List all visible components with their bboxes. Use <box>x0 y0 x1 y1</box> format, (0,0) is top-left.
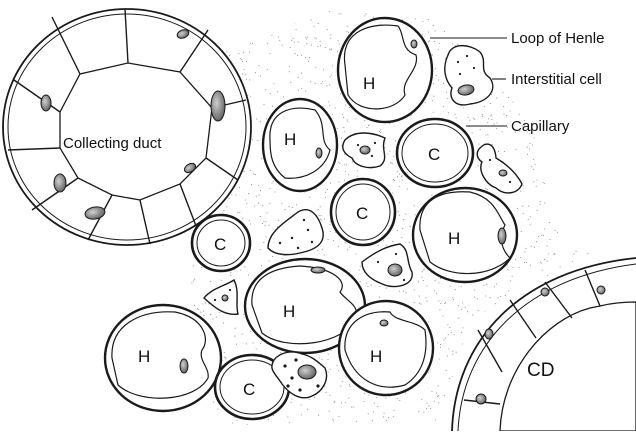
capillary-1-letter: C <box>428 145 440 164</box>
capillary-2-letter: C <box>356 204 368 223</box>
loop-of-henle-label: Loop of Henle <box>511 30 604 47</box>
capillary-3-letter: C <box>214 235 226 254</box>
capillary-label: Capillary <box>511 118 570 135</box>
loop-of-henle-6-letter: H <box>370 347 382 366</box>
loop-of-henle-2: H <box>263 99 337 191</box>
loop-of-henle-1-letter: H <box>363 74 375 93</box>
cd-label: CD <box>527 360 554 381</box>
loop-of-henle-5-letter: H <box>138 347 150 366</box>
collecting-duct-label: Collecting duct <box>63 135 162 152</box>
capillary-4-letter: C <box>243 380 255 399</box>
capillary-1: C <box>397 119 473 187</box>
capillary-3: C <box>192 215 250 271</box>
loop-of-henle-4-letter: H <box>283 302 295 321</box>
loop-of-henle-1: H <box>338 18 432 122</box>
collecting-duct <box>3 9 251 245</box>
capillary-2: C <box>331 179 395 245</box>
collecting-duct-lower-right <box>452 258 636 431</box>
interstitial-cell-label: Interstitial cell <box>511 71 602 88</box>
loop-of-henle-2-letter: H <box>284 130 296 149</box>
loop-of-henle-3-letter: H <box>448 229 460 248</box>
loop-of-henle-3: H <box>413 188 517 282</box>
loop-of-henle-5: H <box>105 305 221 411</box>
loop-of-henle-6: H <box>339 301 433 395</box>
